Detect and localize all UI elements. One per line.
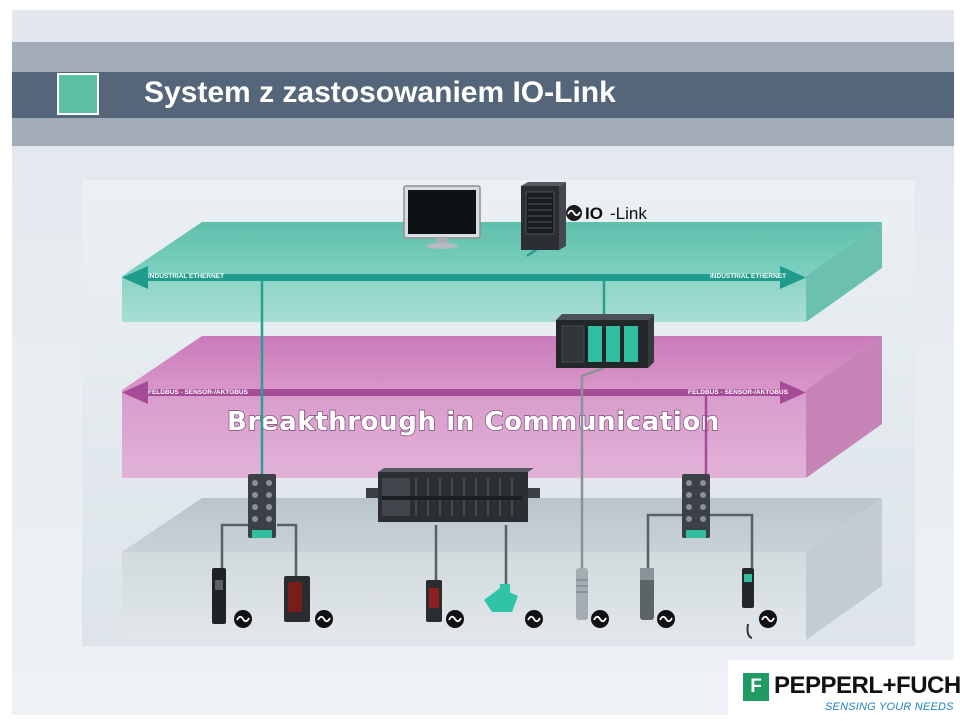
io-link-prefix: IO xyxy=(585,204,603,223)
io-link-icon xyxy=(446,610,464,628)
io-link-icon xyxy=(315,610,333,628)
io-link-logo: IO -Link xyxy=(566,204,647,223)
diagram-headline: Breakthrough in Communication xyxy=(227,407,720,437)
page-title: System z zastosowaniem IO-Link xyxy=(144,76,616,109)
io-link-suffix: -Link xyxy=(610,204,647,223)
fieldbus-arrow xyxy=(122,381,806,404)
diagram-canvas: INDUSTRIAL ETHERNET INDUSTRIAL ETHERNET … xyxy=(82,180,915,646)
io-link-icon xyxy=(591,610,609,628)
io-link-master-icon xyxy=(682,474,710,538)
io-link-icon xyxy=(759,610,777,628)
io-link-master-icon xyxy=(248,474,276,538)
ethernet-layer xyxy=(122,222,882,322)
logo-mark-icon: F xyxy=(743,673,769,701)
ethernet-label-right: INDUSTRIAL ETHERNET xyxy=(710,273,786,280)
title-bar xyxy=(12,72,954,118)
logo-tagline: SENSING YOUR NEEDS xyxy=(825,701,954,713)
io-link-icon xyxy=(657,610,675,628)
sensor-icon xyxy=(576,568,588,620)
title-square-icon xyxy=(57,73,99,115)
header-band-lower xyxy=(12,118,954,146)
header-band xyxy=(12,42,954,72)
sensor-icon xyxy=(284,576,310,622)
sensor-icon xyxy=(426,580,442,622)
fieldbus-label-left: FELDBUS - SENSOR-/AKTOBUS xyxy=(148,389,249,396)
header-band-top xyxy=(12,10,954,42)
sensor-icon xyxy=(640,568,654,620)
sensor-icon xyxy=(484,584,518,612)
company-logo: F PEPPERL+FUCHS SENSING YOUR NEEDS xyxy=(728,660,960,721)
logo-name: PEPPERL+FUCHS xyxy=(774,672,960,699)
fieldbus-layer xyxy=(122,336,882,478)
server-icon xyxy=(521,182,566,250)
monitor-icon xyxy=(403,185,481,249)
ethernet-label-left: INDUSTRIAL ETHERNET xyxy=(148,273,224,280)
io-module-rail-icon xyxy=(366,468,540,522)
io-link-icon xyxy=(525,610,543,628)
plc-icon xyxy=(556,314,654,368)
ethernet-arrow xyxy=(122,266,806,289)
fieldbus-label-right: FELDBUS - SENSOR-/AKTOBUS xyxy=(688,389,789,396)
io-link-system-diagram: INDUSTRIAL ETHERNET INDUSTRIAL ETHERNET … xyxy=(82,180,915,646)
sensor-icon xyxy=(742,568,754,608)
io-link-icon xyxy=(234,610,252,628)
sensor-icon xyxy=(212,568,226,624)
